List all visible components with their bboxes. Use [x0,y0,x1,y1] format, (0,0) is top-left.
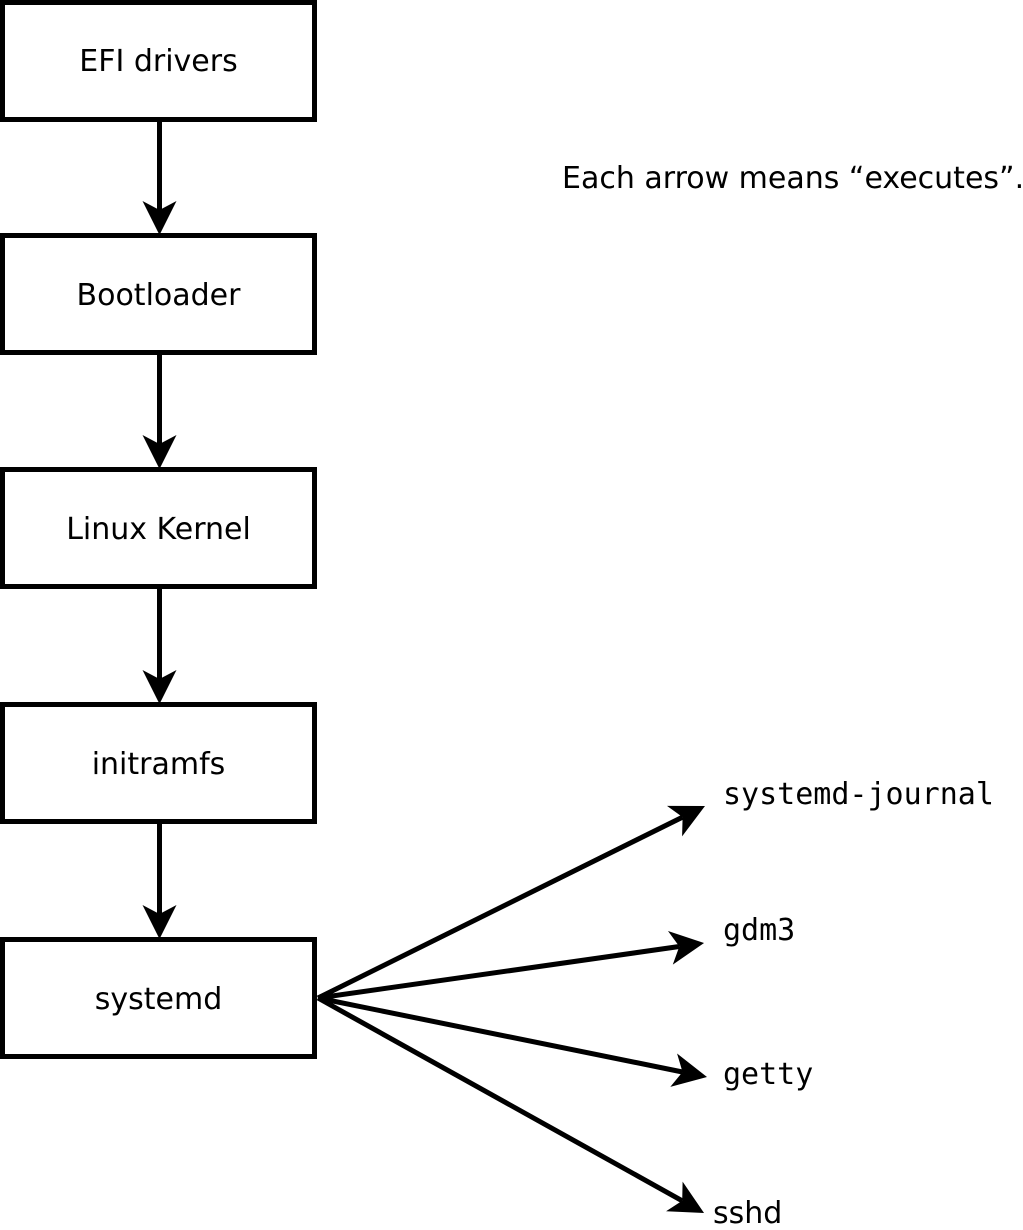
node-linux-kernel-box [0,467,317,589]
node-efi-drivers-label: EFI drivers [79,44,237,79]
arrow-meaning-note: Each arrow means “executes”. [562,161,1023,196]
node-efi-drivers: EFI drivers [0,0,317,122]
label-systemd-journal: systemd-journal [723,777,994,812]
node-bootloader-box [0,233,317,355]
node-initramfs-box [0,702,317,824]
node-linux-kernel-label: Linux Kernel [66,512,251,547]
label-gdm3: gdm3 [723,913,795,948]
node-linux-kernel: Linux Kernel [0,467,317,589]
label-sshd: sshd [713,1196,782,1230]
arrow-systemd-to-sshd [316,995,705,1213]
node-systemd-box [0,937,317,1059]
node-systemd-label: systemd [95,982,223,1017]
node-systemd: systemd [0,937,317,1059]
node-efi-drivers-box [0,0,317,122]
node-initramfs: initramfs [0,702,317,824]
arrow-systemd-to-getty [317,995,708,1087]
arrow-systemd-to-systemd-journal [316,805,705,1001]
node-initramfs-label: initramfs [92,747,226,782]
label-getty: getty [723,1057,813,1092]
arrow-systemd-to-gdm3 [317,930,705,1001]
node-bootloader-label: Bootloader [77,278,242,313]
node-bootloader: Bootloader [0,233,317,355]
